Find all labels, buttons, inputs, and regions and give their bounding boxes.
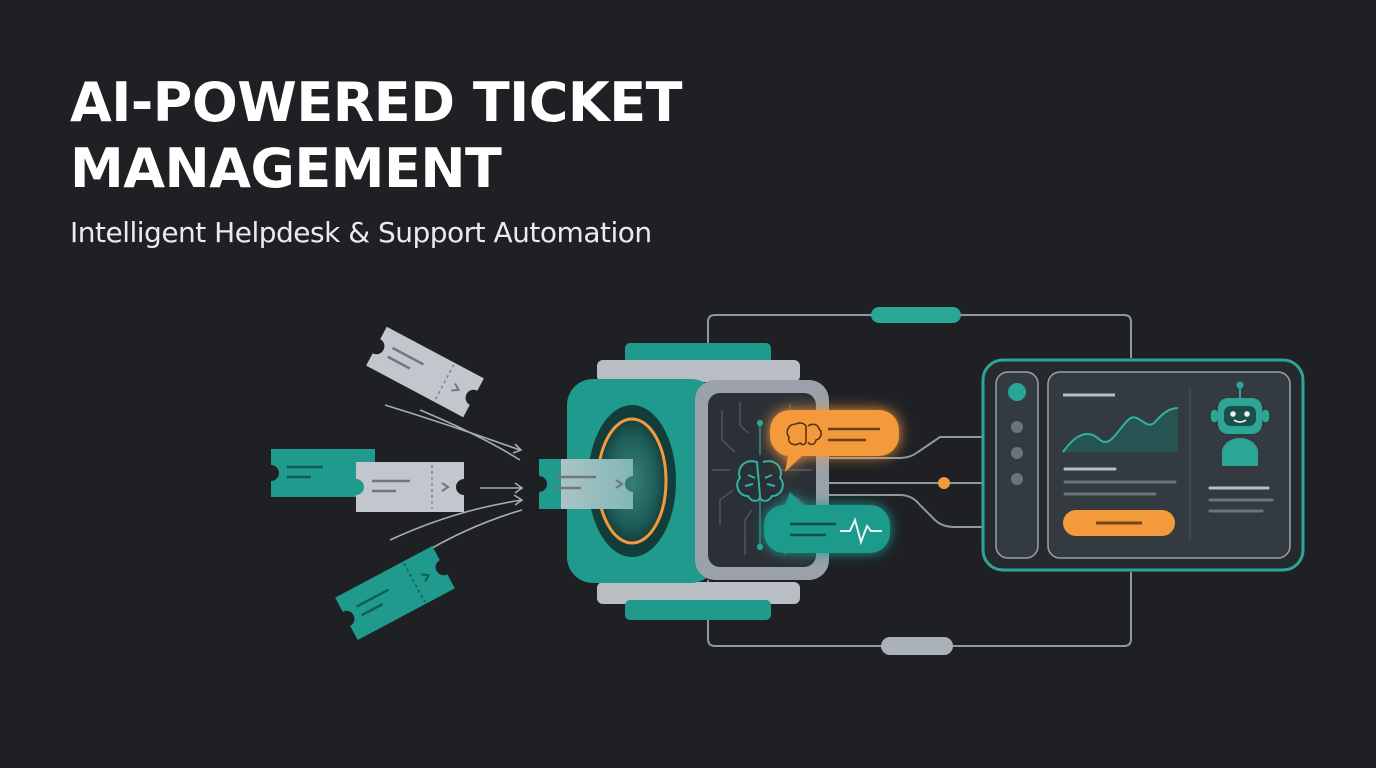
dashboard-text-lines [1063, 467, 1274, 513]
ticket-icon [356, 462, 464, 512]
title-line-2: MANAGEMENT [70, 137, 502, 200]
ticket-icon [539, 459, 633, 509]
connector-bar-top [871, 307, 961, 323]
page-subtitle: Intelligent Helpdesk & Support Automatio… [70, 216, 652, 249]
page-title: AI-POWERED TICKET MANAGEMENT [70, 70, 682, 202]
heartbeat-icon [840, 517, 882, 546]
ticket-icon [366, 326, 484, 418]
ticket-icon [335, 545, 455, 641]
connector-lines [707, 314, 1132, 647]
robot-icon [1211, 381, 1269, 466]
brain-icon [736, 460, 784, 502]
chart-icon [1062, 407, 1179, 453]
chat-bubble-icon [764, 492, 890, 553]
brain-icon [786, 422, 822, 446]
connector-bar-bottom [881, 637, 953, 655]
title-line-1: AI-POWERED TICKET [70, 71, 682, 134]
connector-dot [938, 477, 950, 489]
ticket-icon [271, 449, 375, 497]
